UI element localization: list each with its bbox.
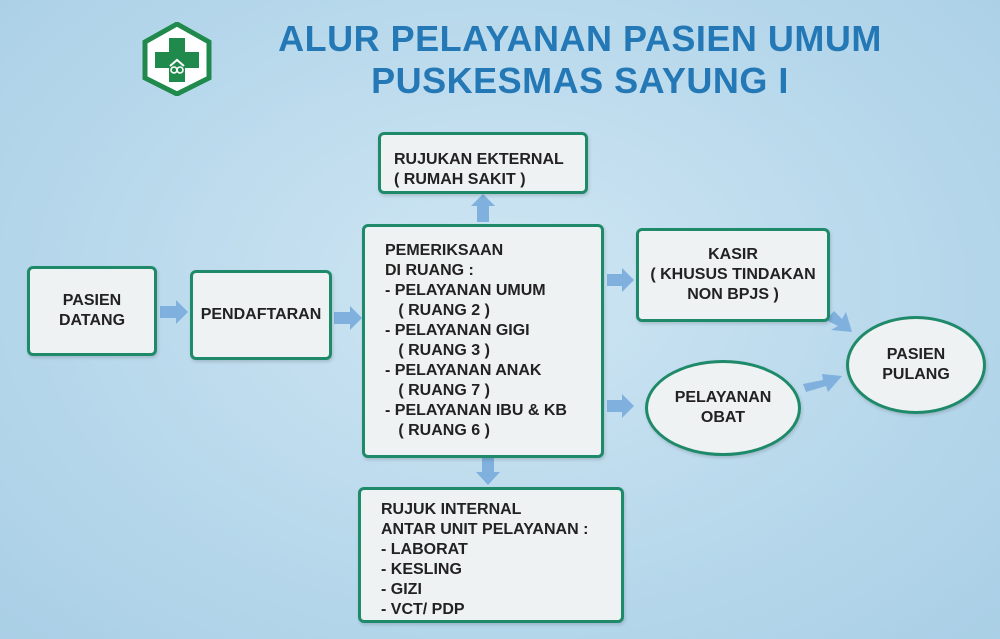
node-text: - PELAYANAN ANAK — [385, 362, 542, 379]
node-text: NON BPJS ) — [687, 286, 779, 303]
node-text: - VCT/ PDP — [381, 601, 465, 618]
node-pemeriksaan: PEMERIKSAAN DI RUANG : - PELAYANAN UMUM … — [362, 224, 604, 458]
node-text: ( KHUSUS TINDAKAN — [650, 266, 816, 283]
arrow-down-icon — [476, 458, 500, 485]
arrow-diagonal-icon — [826, 311, 852, 332]
node-pendaftaran: PENDAFTARAN — [190, 270, 332, 360]
node-text: PASIEN — [62, 292, 122, 309]
node-text: RUJUKAN EKTERNAL — [394, 151, 564, 168]
node-pelayanan-obat: PELAYANAN OBAT — [645, 360, 801, 456]
arrow-right-icon — [607, 394, 634, 418]
title-line-1: ALUR PELAYANAN PASIEN UMUM — [278, 18, 882, 59]
arrow-right-icon — [803, 374, 842, 392]
node-text: ( RUMAH SAKIT ) — [394, 171, 526, 188]
node-rujukan-eksternal: RUJUKAN EKTERNAL ( RUMAH SAKIT ) — [378, 132, 588, 194]
node-text: - LABORAT — [381, 541, 468, 558]
arrow-right-icon — [160, 300, 188, 324]
node-kasir: KASIR ( KHUSUS TINDAKAN NON BPJS ) — [636, 228, 830, 322]
node-pasien-pulang: PASIEN PULANG — [846, 316, 986, 414]
node-text: PULANG — [882, 366, 950, 383]
node-text: PELAYANAN — [674, 389, 772, 406]
puskesmas-logo-icon — [142, 22, 212, 96]
node-text: KASIR — [708, 246, 758, 263]
page-title: ALUR PELAYANAN PASIEN UMUM PUSKESMAS SAY… — [200, 18, 960, 102]
node-text: ( RUANG 7 ) — [385, 382, 490, 399]
arrow-right-icon — [607, 268, 634, 292]
node-text: PENDAFTARAN — [200, 306, 322, 323]
node-text: PASIEN — [886, 346, 946, 363]
title-line-2: PUSKESMAS SAYUNG I — [371, 60, 789, 101]
node-text: ( RUANG 3 ) — [385, 342, 490, 359]
node-text: - GIZI — [381, 581, 422, 598]
arrow-up-icon — [471, 194, 495, 222]
node-text: ( RUANG 6 ) — [385, 422, 490, 439]
node-text: DI RUANG : — [385, 262, 474, 279]
node-text: ANTAR UNIT PELAYANAN : — [381, 521, 589, 538]
node-rujuk-internal: RUJUK INTERNAL ANTAR UNIT PELAYANAN : - … — [358, 487, 624, 623]
node-text: DATANG — [58, 312, 126, 329]
node-text: - PELAYANAN GIGI — [385, 322, 530, 339]
node-text: ( RUANG 2 ) — [385, 302, 490, 319]
node-text: - PELAYANAN IBU & KB — [385, 402, 567, 419]
node-text: OBAT — [700, 409, 746, 426]
arrow-right-icon — [334, 306, 362, 330]
node-text: RUJUK INTERNAL — [381, 501, 522, 518]
node-text: - KESLING — [381, 561, 462, 578]
node-text: - PELAYANAN UMUM — [385, 282, 546, 299]
node-pasien-datang: PASIEN DATANG — [27, 266, 157, 356]
node-text: PEMERIKSAAN — [385, 242, 504, 259]
